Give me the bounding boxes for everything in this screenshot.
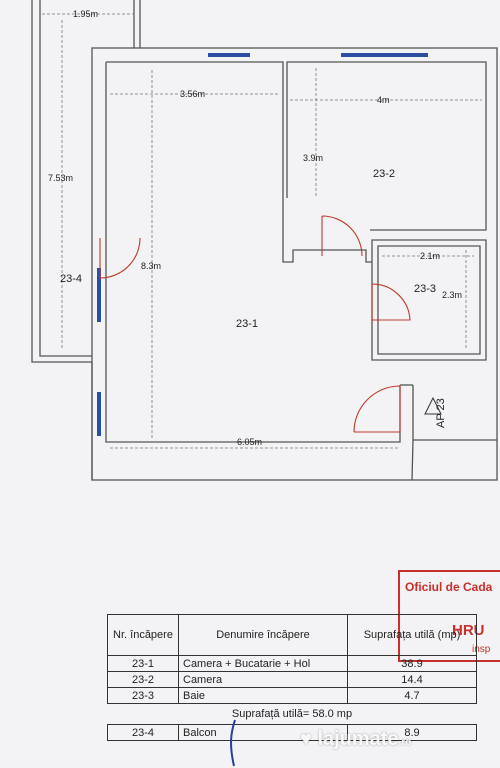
dim-room2-width: 4m [377,95,390,105]
cell-nr: 23-4 [107,724,179,741]
dim-room1-width: 3.56m [180,89,205,99]
table-row: 23-2 Camera 14.4 [107,671,477,688]
balcony-outline [31,0,141,363]
cell-name: Camera + Bucatarie + Hol [178,655,348,672]
dim-balcony-width: 1.95m [73,9,98,19]
cell-area: 8.9 [347,724,477,741]
header-area: Suprafața utilă (mp) [347,614,477,656]
dim-room3-depth: 2.3m [442,290,462,300]
cell-nr: 23-3 [107,687,179,704]
header-nr: Nr. încăpere [107,614,179,656]
table-header-row: Nr. încăpere Denumire încăpere Suprafața… [107,614,477,656]
total-area: Suprafață utilă= 58.0 mp [107,703,477,725]
dim-room1-bottom: 6.05m [237,437,262,447]
exterior-walls [91,47,498,481]
header-name: Denumire încăpere [178,614,348,656]
cell-area: 14.4 [347,671,477,688]
dim-room1-length: 8.3m [141,261,161,271]
room-label-23-2: 23-2 [373,168,395,180]
floor-plan: 1.95m 7.53m 3.56m 8.3m 6.05m 4m 3.9m 2.1… [31,0,498,481]
total-row: Suprafață utilă= 58.0 mp [107,703,477,725]
dim-room3-width: 2.1m [420,251,440,261]
cell-area: 38.9 [347,655,477,672]
table-row: 23-3 Baie 4.7 [107,687,477,704]
watermark: ♥ lajumate.ro [300,728,411,751]
room-label-23-4: 23-4 [60,273,82,285]
apartment-marker: AP 23 [424,396,447,428]
cell-nr: 23-2 [107,671,179,688]
area-table: Nr. încăpere Denumire încăpere Suprafața… [107,614,477,741]
stamp-line-3: insp [472,644,491,655]
cell-name: Camera [178,671,348,688]
cell-name: Baie [178,687,348,704]
watermark-tld: .ro [398,737,412,748]
watermark-heart-icon: ♥ [300,728,312,750]
watermark-brand: lajumate [317,728,399,750]
room-label-23-3: 23-3 [414,283,436,295]
table-row: 23-1 Camera + Bucatarie + Hol 38.9 [107,655,477,672]
cell-nr: 23-1 [107,655,179,672]
cell-name: Balcon [178,724,348,741]
dim-balcony-length: 7.53m [48,173,73,183]
stamp-line-1: Oficiul de Cada [405,580,493,594]
cell-area: 4.7 [347,687,477,704]
dimension-lines [42,13,482,449]
table-row: 23-4 Balcon 8.9 [107,724,477,741]
room-label-23-1: 23-1 [236,318,258,330]
doors [99,215,411,433]
pen-mark [230,719,236,767]
apartment-label: AP 23 [435,398,447,428]
windows [97,53,428,436]
dim-room2-depth: 3.9m [303,153,323,163]
